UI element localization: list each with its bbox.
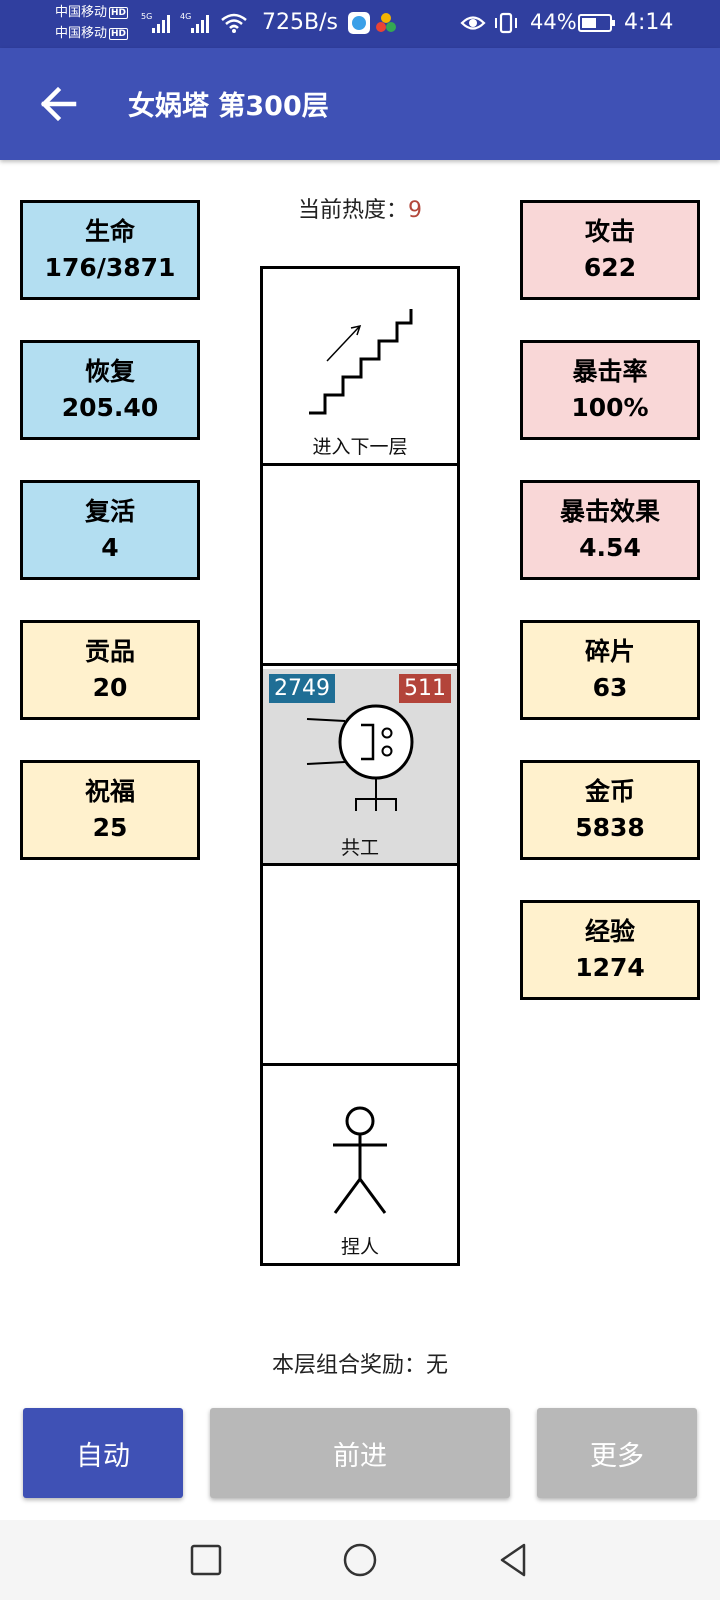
stat-card-experience: 经验 1274 xyxy=(520,900,700,1000)
stat-card-gold: 金币 5838 xyxy=(520,760,700,860)
eye-icon xyxy=(460,16,486,30)
enemy-hp-badge: 2749 xyxy=(269,674,335,703)
recent-apps-icon[interactable] xyxy=(186,1540,226,1580)
tower-column: 进入下一层 2749 511 共工 捏人 xyxy=(260,266,460,1266)
network-type-2: 4G xyxy=(180,12,192,21)
signal-icon xyxy=(152,15,170,33)
player-label: 捏人 xyxy=(340,1236,379,1258)
vibrate-icon xyxy=(495,12,517,34)
forward-button[interactable]: 前进 xyxy=(210,1408,510,1498)
combo-reward: 本层组合奖励：无 xyxy=(271,1353,449,1378)
clock: 4:14 xyxy=(624,10,674,35)
stat-card-life: 生命 176/3871 xyxy=(20,200,200,300)
signal-icon xyxy=(191,15,209,33)
app-notification-icon xyxy=(348,12,370,34)
stat-card-tribute: 贡品 20 xyxy=(20,620,200,720)
enemy-name: 共工 xyxy=(340,837,379,859)
more-button[interactable]: 更多 xyxy=(537,1408,697,1498)
stat-card-blessing: 祝福 25 xyxy=(20,760,200,860)
navigation-bar xyxy=(0,1520,720,1600)
player-stick-figure-icon xyxy=(333,1106,387,1214)
stat-card-attack: 攻击 622 xyxy=(520,200,700,300)
network-type-1: 5G xyxy=(141,12,153,21)
battery-icon xyxy=(578,14,615,32)
stat-card-crit-effect: 暴击效果 4.54 xyxy=(520,480,700,580)
back-arrow-icon[interactable] xyxy=(38,86,78,122)
heat-value: 9 xyxy=(408,198,422,223)
tower-cell-stairs[interactable]: 进入下一层 xyxy=(263,269,457,466)
stairs-icon xyxy=(309,309,413,415)
tower-cell-enemy[interactable]: 2749 511 共工 xyxy=(263,669,457,866)
stat-card-revive: 复活 4 xyxy=(20,480,200,580)
tower-cell-empty[interactable] xyxy=(263,469,457,666)
wifi-icon xyxy=(221,13,247,33)
heat-indicator: 当前热度：9 xyxy=(297,198,422,223)
stat-card-crit-rate: 暴击率 100% xyxy=(520,340,700,440)
auto-button[interactable]: 自动 xyxy=(23,1408,183,1498)
combo-reward-value: 无 xyxy=(426,1353,449,1378)
battery-percent: 44% xyxy=(530,10,577,34)
stat-card-recovery: 恢复 205.40 xyxy=(20,340,200,440)
tower-cell-player[interactable]: 捏人 xyxy=(263,1069,457,1266)
enemy-gonggong-icon xyxy=(306,704,414,811)
home-icon[interactable] xyxy=(340,1540,380,1580)
app-notification-icon-2 xyxy=(375,12,397,34)
stairs-label: 进入下一层 xyxy=(312,436,408,458)
nav-back-icon[interactable] xyxy=(494,1540,534,1580)
enemy-attack-badge: 511 xyxy=(399,674,451,703)
page-title: 女娲塔 第300层 xyxy=(128,91,329,122)
stat-card-fragments: 碎片 63 xyxy=(520,620,700,720)
app-bar: 女娲塔 第300层 xyxy=(0,48,720,160)
network-speed: 725B/s xyxy=(262,10,338,35)
tower-cell-empty[interactable] xyxy=(263,869,457,1066)
